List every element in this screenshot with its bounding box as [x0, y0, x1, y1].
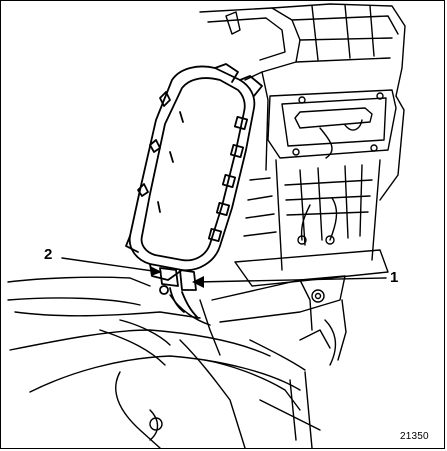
callout-1-arrowhead [192, 276, 204, 288]
seat-back-frame [199, 3, 406, 366]
airbag-module [125, 63, 263, 281]
callout-1-leader [195, 277, 387, 283]
callout-label-2: 2 [44, 246, 53, 263]
callout-2-arrowhead [150, 266, 162, 276]
seat-cushion [7, 276, 321, 449]
airbag-connector [159, 267, 199, 319]
reference-number: 21350 [400, 431, 429, 442]
callout-2-leader [61, 257, 161, 273]
callout-label-1: 1 [390, 269, 399, 286]
